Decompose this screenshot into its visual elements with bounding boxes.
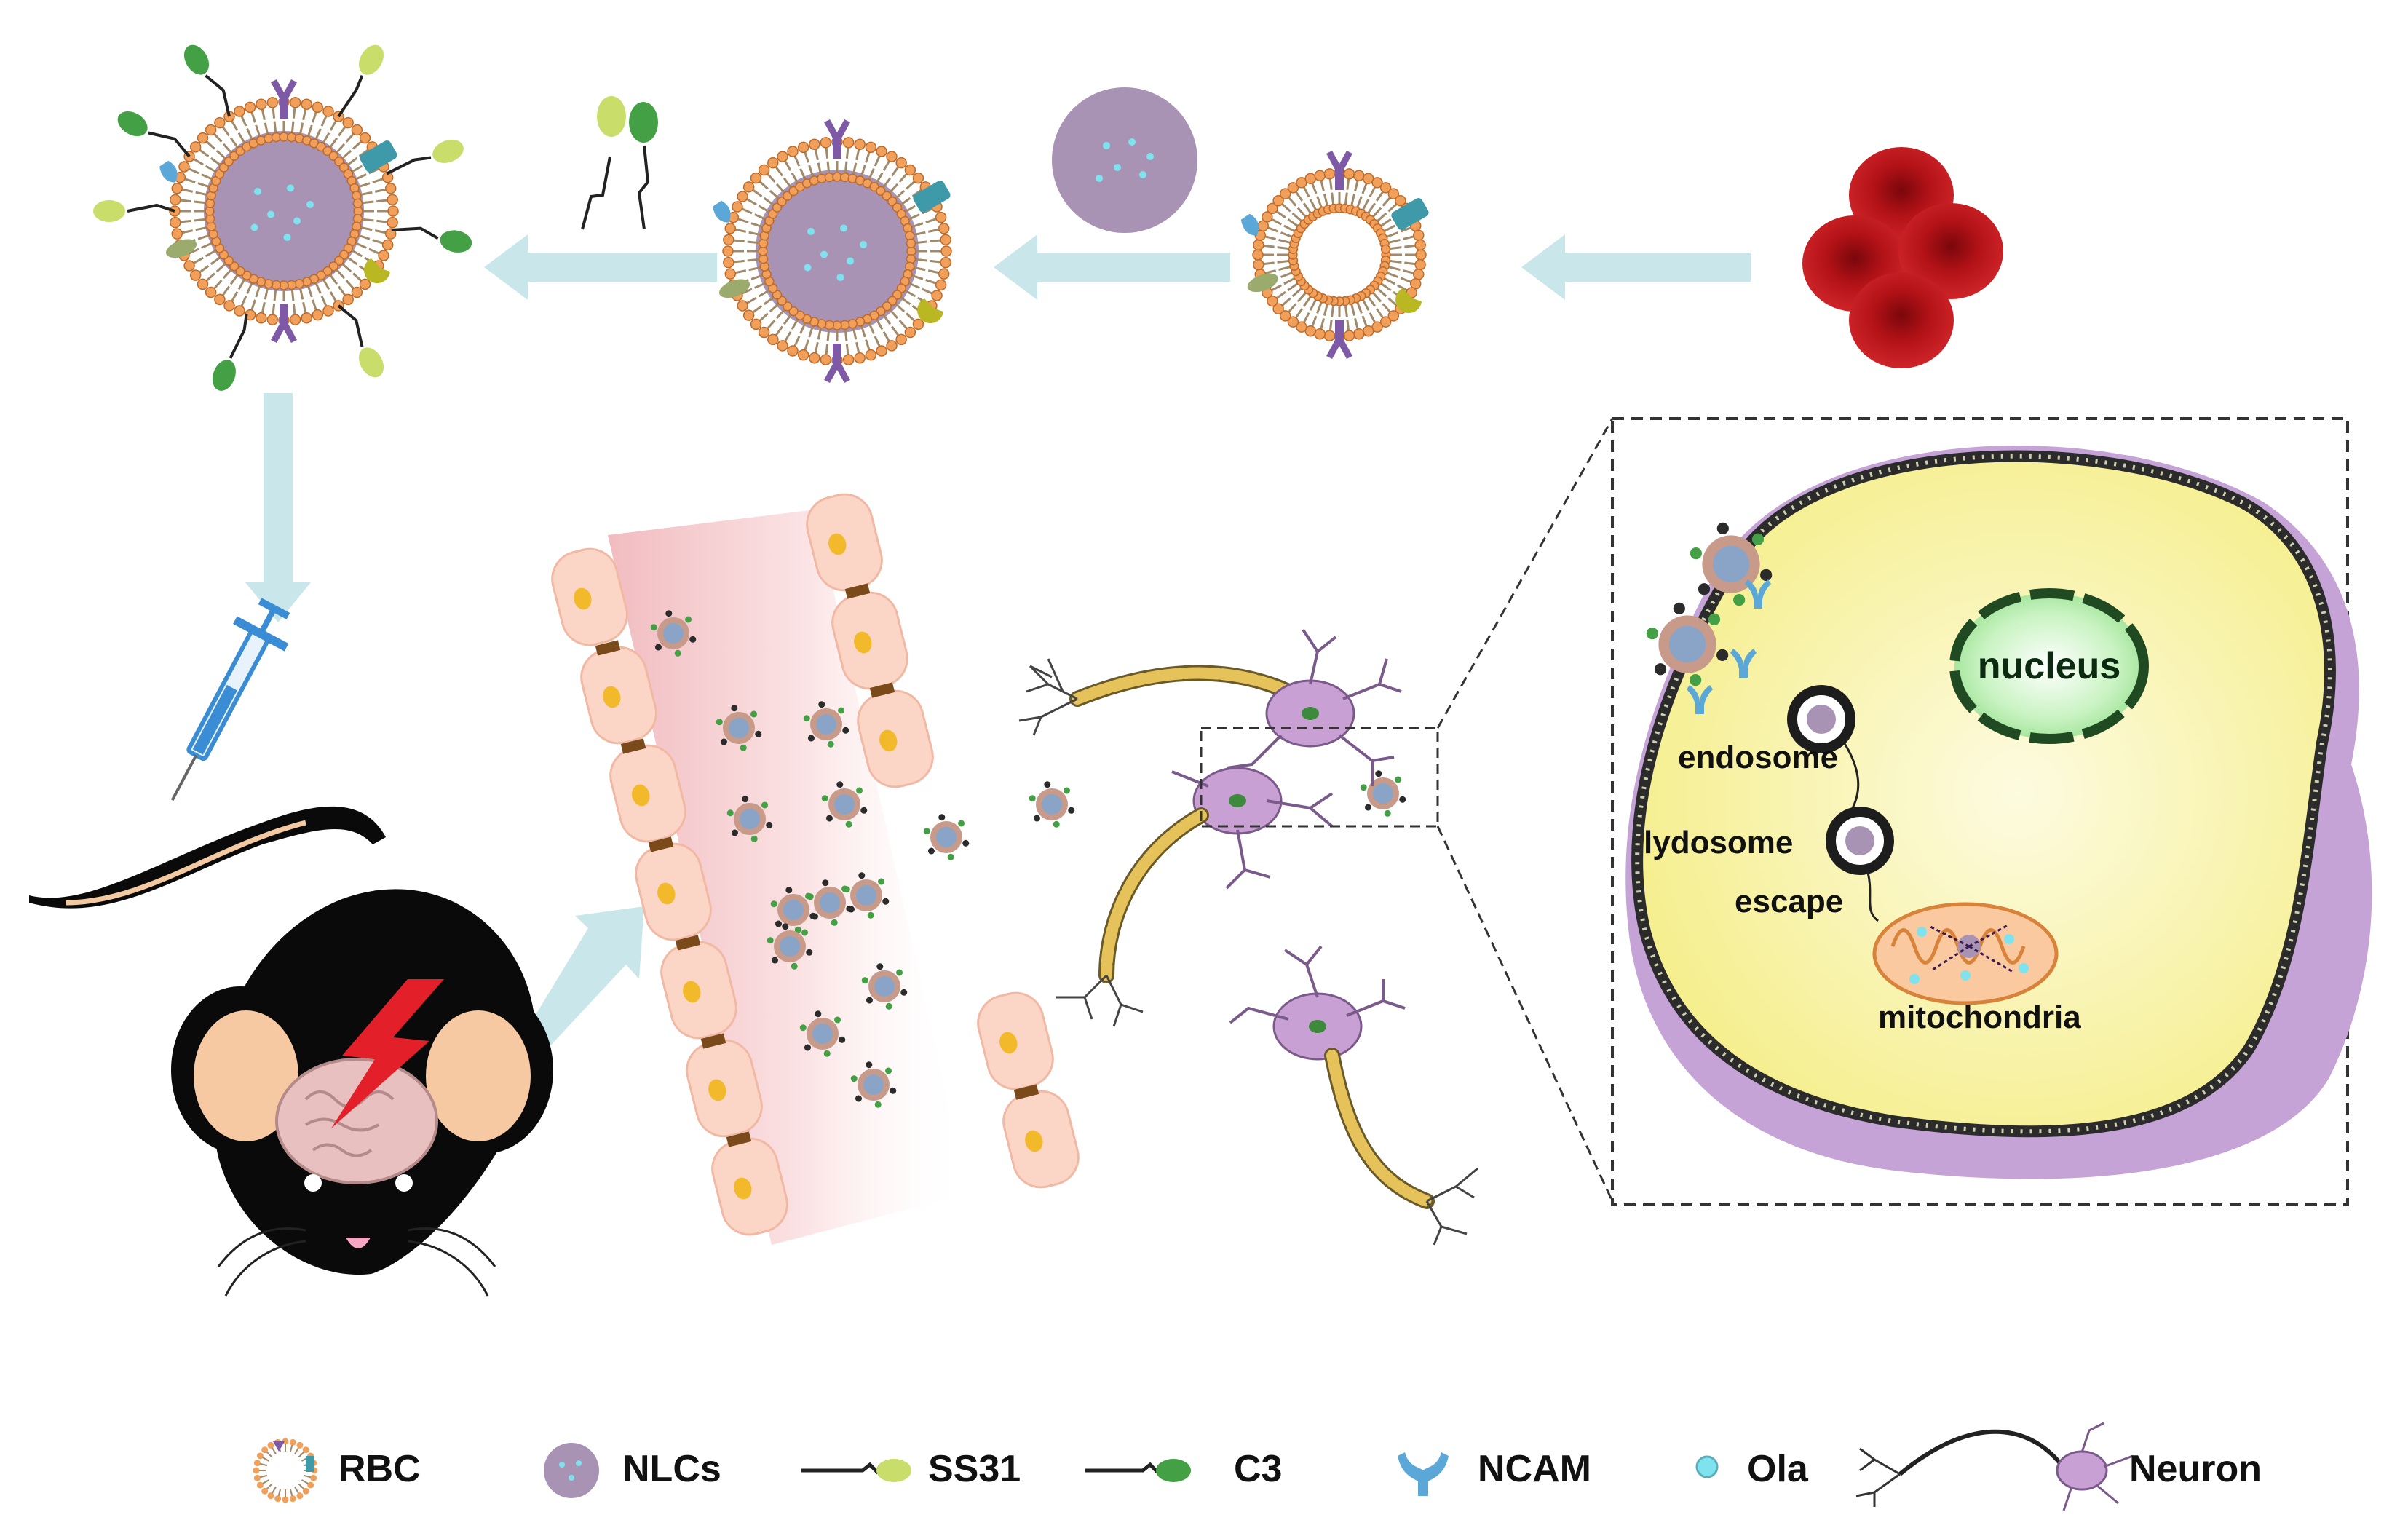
rbc-membrane-vesicle bbox=[1240, 151, 1429, 359]
endothelial-cells bbox=[551, 493, 1080, 1236]
legend-c3-icon bbox=[1085, 1459, 1191, 1482]
arrow-left-1 bbox=[484, 234, 717, 300]
escape-label: escape bbox=[1735, 884, 1843, 919]
nucleus-label: nucleus bbox=[1978, 645, 2121, 687]
lysosome-label: lydosome bbox=[1644, 825, 1793, 860]
legend-nlcs-icon bbox=[544, 1443, 599, 1498]
legend-label-c3: C3 bbox=[1234, 1448, 1282, 1490]
arrow-diagonal bbox=[524, 906, 644, 1052]
free-peptides bbox=[581, 96, 658, 230]
arrow-left-3 bbox=[1521, 234, 1751, 300]
lightning-icon bbox=[331, 979, 444, 1128]
red-blood-cells bbox=[1802, 147, 2003, 368]
dendrite-tree bbox=[1018, 658, 1078, 736]
top-flow-arrows bbox=[245, 234, 1751, 1052]
legend-neuron-icon bbox=[1855, 1422, 2134, 1511]
zoom-region bbox=[1200, 727, 1439, 828]
legend-ss31-icon bbox=[801, 1459, 911, 1482]
blood-vessel bbox=[608, 510, 968, 1245]
neurons bbox=[1018, 628, 1478, 1246]
endosome-label: endosome bbox=[1678, 740, 1838, 775]
legend-label-ncam: NCAM bbox=[1478, 1448, 1591, 1490]
rbc-cell bbox=[1849, 272, 1954, 368]
rbc-coated-nlc bbox=[713, 119, 952, 383]
mouse bbox=[29, 806, 553, 1297]
rbc-cell bbox=[1898, 203, 2003, 299]
arrow-left-2 bbox=[994, 234, 1230, 300]
legend-label-nlcs: NLCs bbox=[622, 1448, 721, 1490]
nucleus bbox=[1949, 588, 2149, 744]
legend-label-neuron: Neuron bbox=[2129, 1448, 2262, 1490]
legend: RBC NLCs SS31 C3 NCAM Ola bbox=[253, 1422, 2262, 1511]
legend-ncam-icon bbox=[1398, 1452, 1449, 1496]
legend-ola-icon bbox=[1695, 1455, 1719, 1478]
syringe bbox=[170, 598, 290, 801]
mouse-brain bbox=[275, 1058, 438, 1184]
peptide-modified-particle bbox=[93, 44, 472, 391]
bound-particles bbox=[1646, 522, 1773, 714]
cell: nucleus endosome lydosome escape mitocho… bbox=[1625, 446, 2372, 1179]
arrow-down bbox=[245, 393, 311, 622]
mitochondria-label: mitochondria bbox=[1878, 999, 2081, 1035]
legend-label-ss31: SS31 bbox=[928, 1448, 1021, 1490]
circulating-particles bbox=[650, 610, 1406, 1108]
legend-rbc-icon bbox=[253, 1438, 318, 1503]
legend-label-ola: Ola bbox=[1747, 1448, 1809, 1490]
legend-label-rbc: RBC bbox=[338, 1448, 421, 1490]
nlc-sphere bbox=[1052, 87, 1197, 233]
